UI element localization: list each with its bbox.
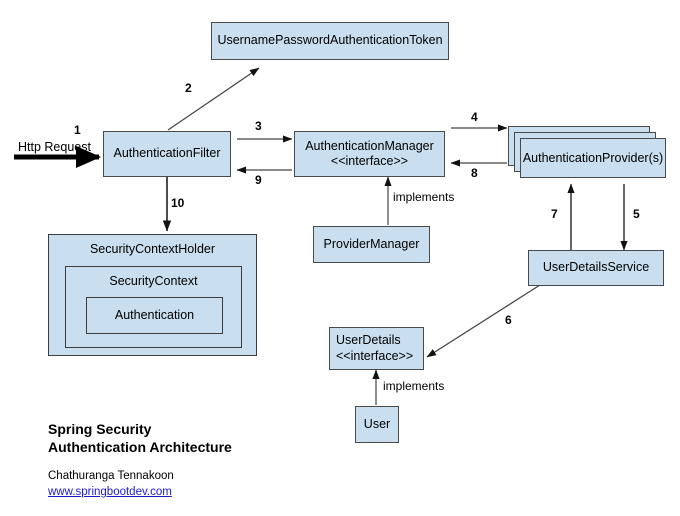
node-user-details[interactable]: UserDetails <<interface>> [329,327,424,370]
http-request-label: Http Request [18,140,91,154]
node-label: AuthenticationFilter [113,146,221,161]
edge-number-3: 3 [255,119,262,133]
edge-number-7: 7 [551,207,558,221]
node-authentication-providers-stack[interactable]: AuthenticationProvider(s) [508,126,668,186]
node-label: UserDetailsService [542,260,650,275]
edge-number-6: 6 [505,313,512,327]
node-label-line1: AuthenticationManager [305,138,434,153]
node-security-context[interactable]: SecurityContext Authentication [65,266,242,348]
diagram-author: Chathuranga Tennakoon [48,470,174,482]
edge-number-10: 10 [171,196,185,210]
node-label: ProviderManager [323,236,420,251]
implements-label-user: implements [383,379,445,393]
edge-number-9: 9 [255,173,262,187]
edge-number-1: 1 [74,123,81,137]
node-user-details-service[interactable]: UserDetailsService [528,250,664,286]
implements-label-manager: implements [393,190,455,204]
diagram-title-line2: Authentication Architecture [48,439,232,455]
node-label-line1: UserDetails [336,333,401,348]
node-username-password-authentication-token[interactable]: UsernamePasswordAuthenticationToken [211,22,449,60]
node-label: AuthenticationProvider(s) [522,151,664,165]
diagram-website-link[interactable]: www.springbootdev.com [48,486,172,498]
edge-number-8: 8 [471,166,478,180]
diagram-title-line1: Spring Security [48,421,152,437]
security-context-label: SecurityContext [109,274,198,288]
edge-number-4: 4 [471,110,478,124]
node-provider-manager[interactable]: ProviderManager [313,226,430,263]
authentication-label: Authentication [114,308,195,322]
edge-2 [167,67,260,131]
node-authentication[interactable]: Authentication [86,297,223,334]
edge-number-2: 2 [185,81,192,95]
node-label-line2: <<interface>> [336,348,414,363]
node-label: User [363,416,391,431]
security-context-holder-label: SecurityContextHolder [89,242,216,256]
node-authentication-provider[interactable]: AuthenticationProvider(s) [520,138,666,178]
node-security-context-holder[interactable]: SecurityContextHolder SecurityContext Au… [48,234,257,356]
edge-number-5: 5 [633,207,640,221]
edge-6 [426,284,541,358]
node-label: UsernamePasswordAuthenticationToken [217,33,443,48]
node-authentication-filter[interactable]: AuthenticationFilter [103,131,231,177]
node-authentication-manager[interactable]: AuthenticationManager <<interface>> [294,131,445,177]
node-user[interactable]: User [355,406,399,443]
node-label-line2: <<interface>> [330,154,409,168]
